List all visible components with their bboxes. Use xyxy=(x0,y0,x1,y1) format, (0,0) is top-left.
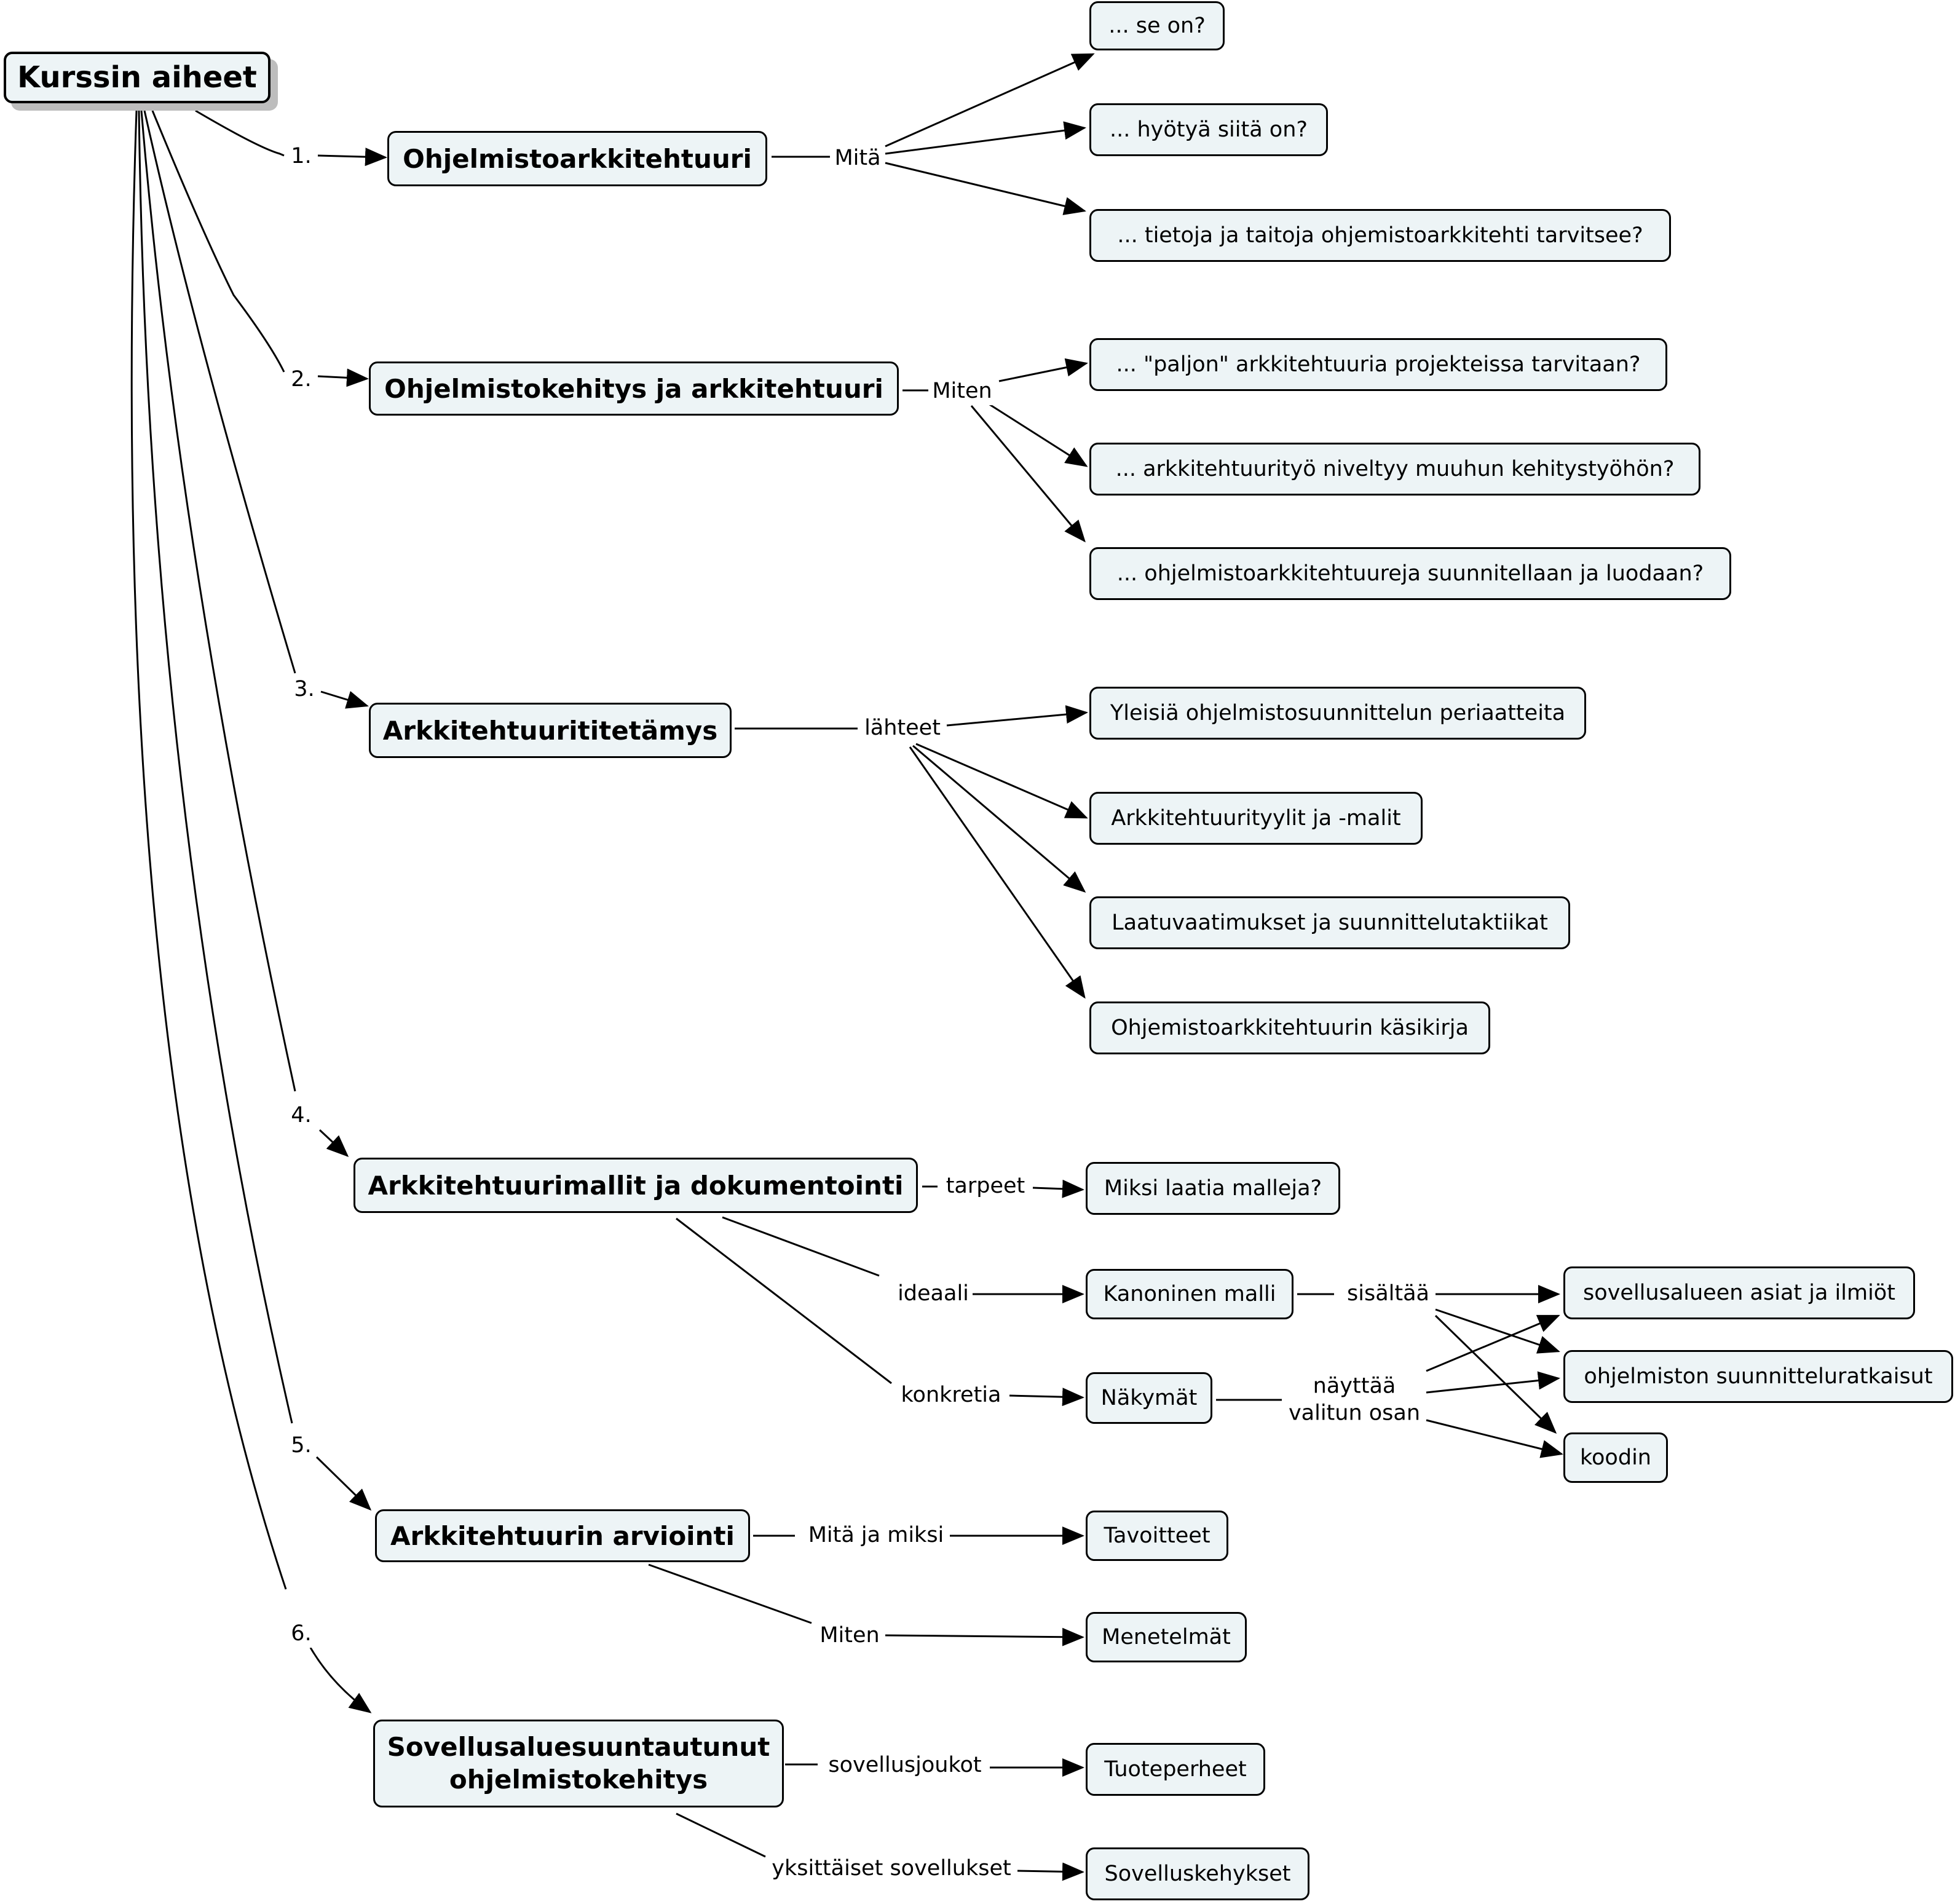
leaf-miksi-laatia-malleja[interactable]: Miksi laatia malleja? xyxy=(1086,1162,1340,1215)
leaf-koodin[interactable]: koodin xyxy=(1563,1432,1668,1483)
leaf-arkkitehtuurityo-niveltyy[interactable]: ... arkkitehtuurityö niveltyy muuhun keh… xyxy=(1089,443,1700,496)
leaf-se-on[interactable]: ... se on? xyxy=(1089,1,1225,50)
leaf-suunnitellaan-ja-luodaan[interactable]: ... ohjelmistoarkkitehtuureja suunnitell… xyxy=(1089,547,1731,600)
number-label-2: 2. xyxy=(288,366,314,393)
link-label-mita: Mitä xyxy=(832,145,883,172)
number-label-5: 5. xyxy=(288,1432,314,1460)
topic-arkkitehtuurititetamys[interactable]: Arkkitehtuurititetämys xyxy=(369,703,732,758)
link-label-mita-ja-miksi: Mitä ja miksi xyxy=(805,1522,947,1549)
link-label-miten-arviointi: Miten xyxy=(817,1622,882,1649)
number-label-1: 1. xyxy=(288,143,314,170)
link-label-sisaltaa: sisältää xyxy=(1345,1281,1432,1308)
leaf-menetelmat[interactable]: Menetelmät xyxy=(1086,1612,1247,1662)
leaf-sovellusalueen-asiat[interactable]: sovellusalueen asiat ja ilmiöt xyxy=(1563,1266,1915,1319)
leaf-suunnitteluratkaisut[interactable]: ohjelmiston suunnitteluratkaisut xyxy=(1563,1350,1953,1403)
root-node[interactable]: Kurssin aiheet xyxy=(4,52,271,103)
leaf-kanoninen-malli[interactable]: Kanoninen malli xyxy=(1086,1269,1293,1319)
topic-ohjelmistoarkkitehtuuri[interactable]: Ohjelmistoarkkitehtuuri xyxy=(387,131,767,186)
leaf-tavoitteet[interactable]: Tavoitteet xyxy=(1086,1511,1228,1561)
leaf-tietoja-ja-taitoja[interactable]: ... tietoja ja taitoja ohjemistoarkkiteh… xyxy=(1089,209,1671,262)
leaf-paljon-arkkitehtuuria[interactable]: ... "paljon" arkkitehtuuria projekteissa… xyxy=(1089,338,1667,391)
leaf-nakymat[interactable]: Näkymät xyxy=(1086,1372,1212,1424)
link-label-yksittaiset-sovellukset: yksittäiset sovellukset xyxy=(769,1855,1014,1882)
topic-ohjelmistokehitys-ja-arkkitehtuuri[interactable]: Ohjelmistokehitys ja arkkitehtuuri xyxy=(369,361,899,416)
leaf-sovelluskehykset[interactable]: Sovelluskehykset xyxy=(1086,1847,1309,1900)
topic-sovellusaluesuuntautunut-ohjelmistokehitys[interactable]: Sovellusaluesuuntautunut ohjelmistokehit… xyxy=(373,1720,784,1807)
link-label-tarpeet: tarpeet xyxy=(943,1173,1028,1200)
link-label-konkretia: konkretia xyxy=(898,1382,1004,1409)
leaf-kasikirja[interactable]: Ohjemistoarkkitehtuurin käsikirja xyxy=(1089,1001,1490,1054)
link-label-sovellusjoukot: sovellusjoukot xyxy=(826,1752,984,1779)
link-label-miten: Miten xyxy=(930,378,995,405)
topic-arkkitehtuurin-arviointi[interactable]: Arkkitehtuurin arviointi xyxy=(375,1509,750,1562)
link-label-nayttaa-valitun-osan: näyttää valitun osan xyxy=(1286,1373,1423,1427)
leaf-tuoteperheet[interactable]: Tuoteperheet xyxy=(1086,1743,1265,1796)
number-label-4: 4. xyxy=(288,1102,314,1129)
leaf-laatuvaatimukset[interactable]: Laatuvaatimukset ja suunnittelutaktiikat xyxy=(1089,896,1570,949)
number-label-3: 3. xyxy=(291,676,317,703)
topic-arkkitehtuurimallit-ja-dokumentointi[interactable]: Arkkitehtuurimallit ja dokumentointi xyxy=(353,1158,918,1213)
leaf-hyotya-siita-on[interactable]: ... hyötyä siitä on? xyxy=(1089,103,1328,156)
link-label-lahteet: lähteet xyxy=(862,715,943,742)
leaf-yleisia-periaatteita[interactable]: Yleisiä ohjelmistosuunnittelun periaatte… xyxy=(1089,687,1586,740)
number-label-6: 6. xyxy=(288,1621,314,1648)
leaf-arkkitehtuurityylit[interactable]: Arkkitehtuurityylit ja -malit xyxy=(1089,792,1423,845)
link-label-ideaali: ideaali xyxy=(895,1281,971,1308)
